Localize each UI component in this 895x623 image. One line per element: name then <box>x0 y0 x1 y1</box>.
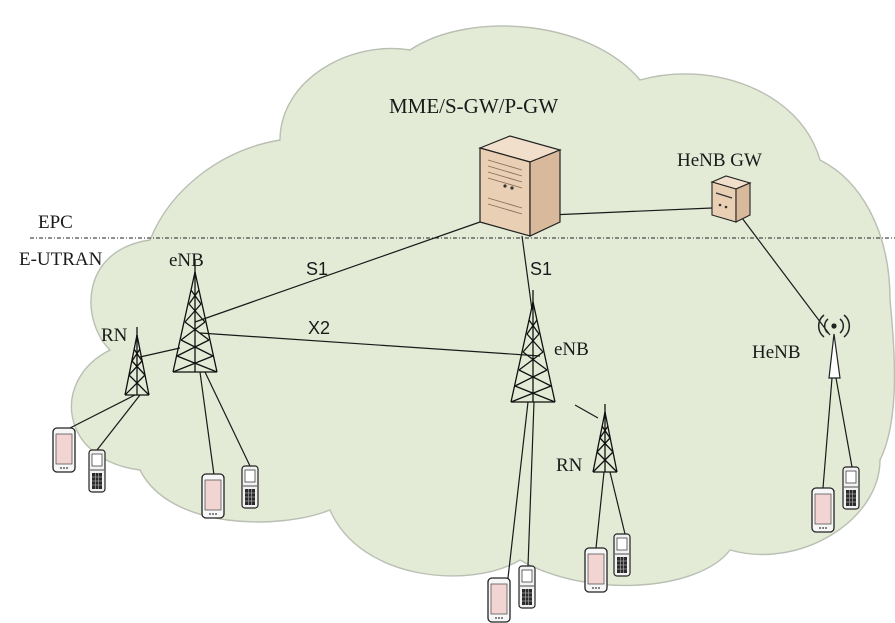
feature-phone-icon <box>88 449 106 493</box>
feature-phone-icon <box>842 466 860 510</box>
henb-femtocell-icon <box>817 314 851 379</box>
network-cloud <box>70 25 895 587</box>
s1-center-label: S1 <box>530 259 552 279</box>
henb-label: HeNB <box>752 342 801 363</box>
network-links <box>69 207 853 579</box>
smartphone-icon <box>487 577 511 623</box>
enb-center-label: eNB <box>554 339 589 360</box>
rn-left-label: RN <box>101 325 128 346</box>
s1-link-left <box>194 221 481 323</box>
feature-phone-icon <box>518 565 536 609</box>
enb-left-rn-link <box>139 347 181 358</box>
core-henb-gw-link <box>549 207 713 216</box>
enb-left-label: eNB <box>169 250 204 271</box>
rn-center-label: RN <box>556 455 583 476</box>
feature-phone-icon <box>241 465 259 509</box>
feature-phone-icon <box>613 533 631 577</box>
s1-left-label: S1 <box>306 259 328 279</box>
smartphone-icon <box>52 427 76 473</box>
s1-link-center <box>521 235 533 311</box>
core-label: MME/S-GW/P-GW <box>389 94 558 118</box>
enb-center-rn-link <box>574 404 599 419</box>
henb-gw-label: HeNB GW <box>677 150 762 171</box>
smartphone-icon <box>201 473 225 519</box>
smartphone-icon <box>811 487 835 533</box>
eutran-label: E-UTRAN <box>19 249 103 270</box>
henb-gw-henb-link <box>741 217 831 336</box>
smartphone-icon <box>584 547 608 593</box>
henb-gw-server-icon <box>710 175 752 223</box>
epc-label: EPC <box>38 212 73 233</box>
x2-link <box>199 332 541 357</box>
x2-label: X2 <box>308 318 330 338</box>
core-server-icon <box>478 135 562 237</box>
